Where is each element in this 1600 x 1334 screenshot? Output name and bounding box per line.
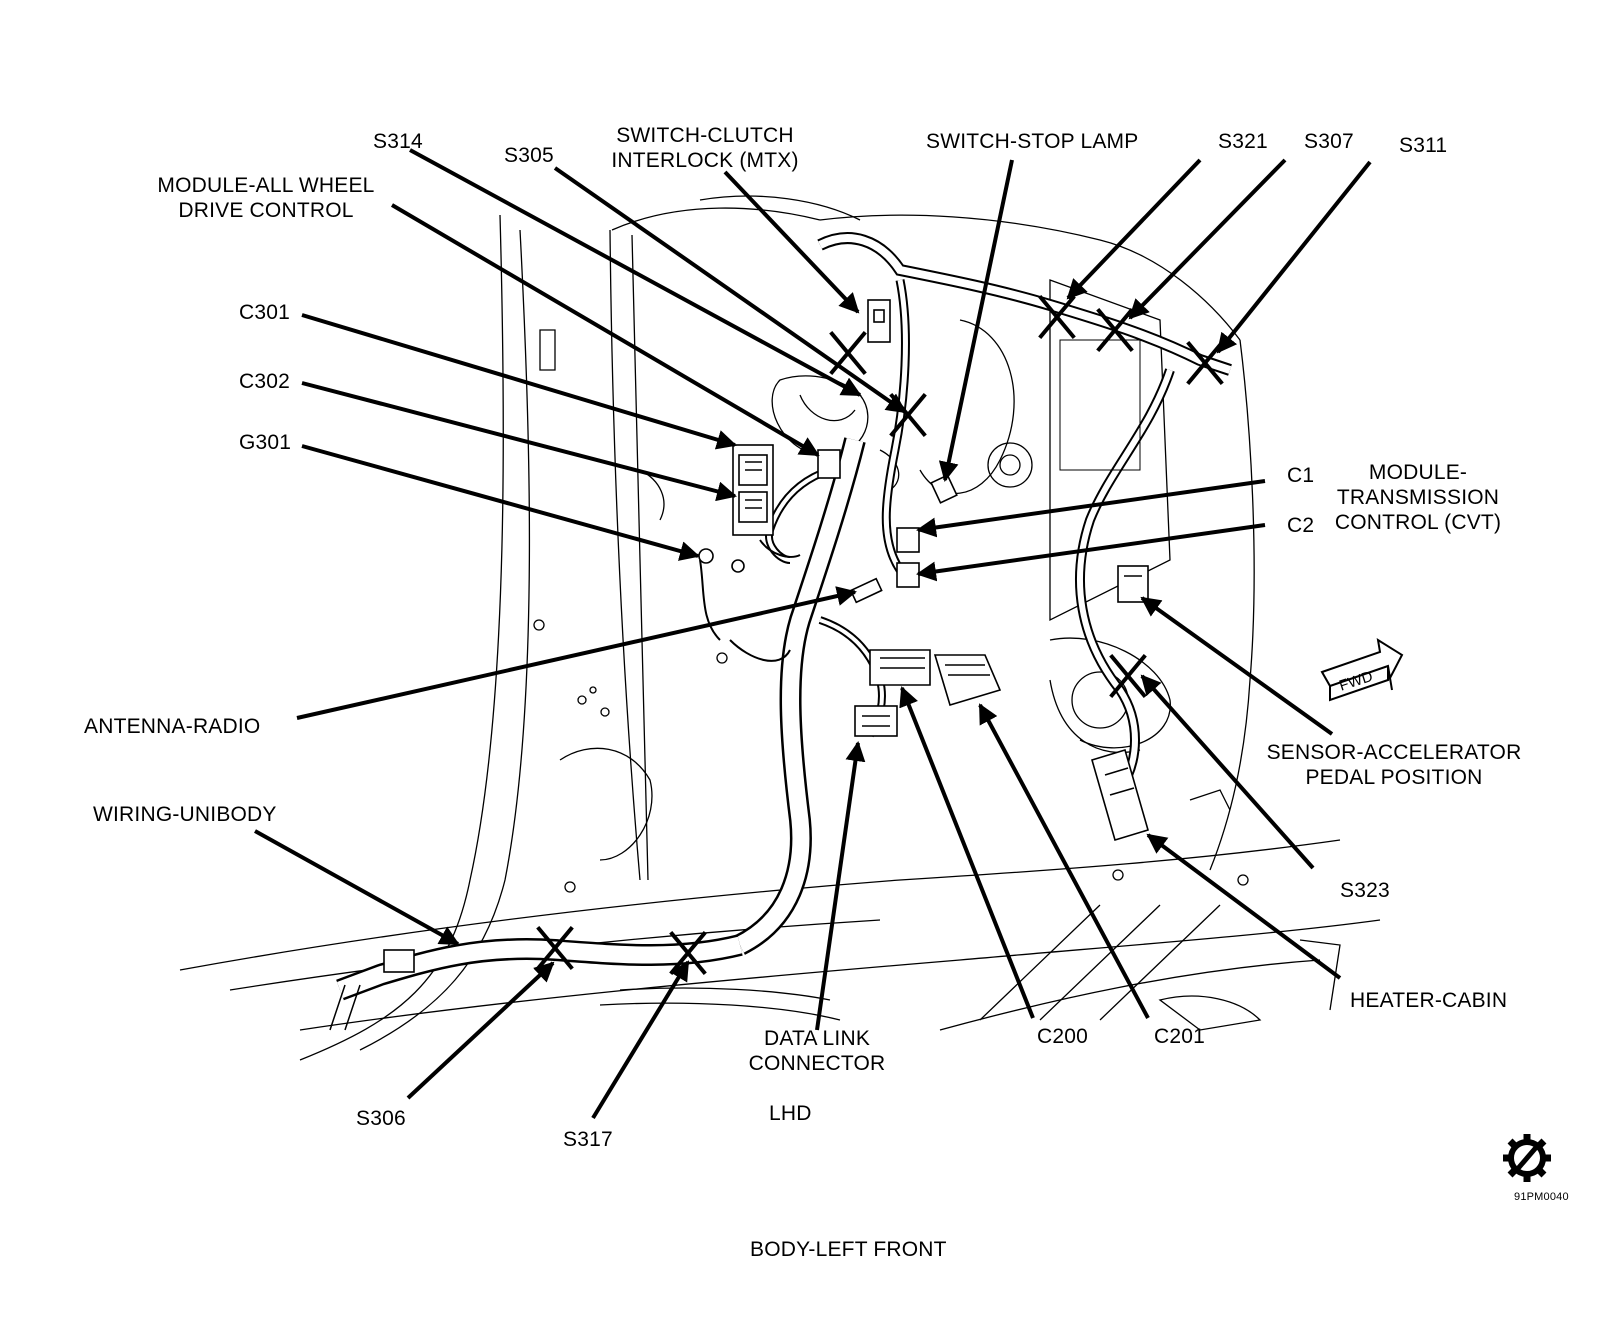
leader-c200	[899, 686, 1035, 1019]
label-heater-cabin: HEATER-CABIN	[1350, 989, 1508, 1012]
label-sensor-app: SENSOR-ACCELERATOR PEDAL POSITION	[1254, 740, 1534, 790]
label-data-link-connector: DATA LINK CONNECTOR	[742, 1026, 892, 1076]
label-module-tcm-line3: CONTROL (CVT)	[1334, 511, 1502, 534]
leader-s305	[553, 166, 907, 414]
label-dlc-line1: DATA LINK	[763, 1027, 871, 1050]
splice-s306	[536, 925, 574, 971]
label-c2: C2	[1287, 514, 1315, 537]
leader-s323	[1140, 674, 1315, 870]
label-dlc-line2: CONNECTOR	[748, 1052, 886, 1075]
view-label-lhd: LHD	[769, 1102, 812, 1125]
data-link-connector	[854, 705, 898, 737]
label-module-tcm-line2: TRANSMISSION	[1336, 486, 1500, 509]
figure-code: 91PM0040	[1514, 1191, 1569, 1203]
label-module-tcm: MODULE- TRANSMISSION CONTROL (CVT)	[1326, 460, 1510, 535]
label-sensor-app-line1: SENSOR-ACCELERATOR	[1266, 741, 1522, 764]
wire-harness	[329, 232, 1232, 1031]
leader-c302	[301, 381, 737, 502]
g301-ground-eyelet	[698, 548, 714, 564]
label-s317: S317	[563, 1128, 613, 1151]
cabin-heater-connector	[1091, 748, 1149, 842]
label-s307: S307	[1304, 130, 1354, 153]
tcm-outline	[1059, 339, 1141, 471]
label-c201: C201	[1154, 1025, 1206, 1048]
unibody-clip	[383, 949, 415, 973]
leader-s317	[591, 960, 690, 1120]
leader-c201	[978, 703, 1150, 1019]
c1-connector	[896, 527, 920, 553]
antenna-connector	[849, 577, 883, 604]
label-switch-stop-lamp: SWITCH-STOP LAMP	[926, 130, 1139, 153]
label-c302: C302	[239, 370, 291, 393]
label-s314: S314	[373, 130, 423, 153]
diagram-caption: BODY-LEFT FRONT	[750, 1238, 947, 1261]
splice-s321	[1038, 294, 1076, 340]
splice-marks	[536, 294, 1224, 976]
leader-s307	[1128, 158, 1287, 320]
c2-connector	[896, 562, 920, 588]
leader-antenna	[296, 586, 857, 720]
label-module-awd-line1: MODULE-ALL WHEEL	[157, 174, 375, 197]
label-c200: C200	[1037, 1025, 1089, 1048]
label-g301: G301	[239, 431, 292, 454]
leader-c2	[916, 523, 1266, 582]
splice-s323	[1109, 653, 1147, 699]
leader-c301	[301, 313, 737, 450]
leader-dlc	[815, 741, 866, 1031]
accelerator-pedal-sensor	[1117, 565, 1149, 603]
label-switch-clutch-interlock: SWITCH-CLUTCH INTERLOCK (MTX)	[607, 123, 803, 173]
c201-connector	[933, 654, 1002, 706]
leader-switch-clutch	[723, 170, 860, 314]
leader-sensor-app	[1140, 596, 1334, 736]
leader-s321	[1066, 158, 1202, 300]
splice-s307	[1096, 307, 1134, 353]
label-c1: C1	[1287, 464, 1315, 487]
label-module-tcm-line1: MODULE-	[1368, 461, 1468, 484]
gear-slash-icon	[1503, 1134, 1551, 1182]
label-module-awd: MODULE-ALL WHEEL DRIVE CONTROL	[145, 173, 387, 223]
label-s323: S323	[1340, 879, 1390, 902]
label-switch-clutch-line2: INTERLOCK (MTX)	[611, 149, 799, 172]
awd-control-connector	[817, 449, 841, 479]
label-s305: S305	[504, 144, 554, 167]
label-antenna-radio: ANTENNA-RADIO	[84, 715, 261, 738]
label-module-awd-line2: DRIVE CONTROL	[178, 199, 354, 222]
c302-connector	[738, 491, 768, 523]
leader-wiring	[254, 829, 460, 946]
fwd-arrow: FWD	[1320, 637, 1404, 702]
leader-c1	[916, 479, 1266, 538]
callout-leaders	[254, 148, 1372, 1120]
leader-heater	[1146, 833, 1342, 980]
label-switch-clutch-line1: SWITCH-CLUTCH	[616, 124, 794, 147]
label-s321: S321	[1218, 130, 1268, 153]
leader-g301	[301, 444, 700, 561]
leader-s314	[409, 148, 862, 397]
label-wiring-unibody: WIRING-UNIBODY	[93, 803, 277, 826]
label-s306: S306	[356, 1107, 406, 1130]
label-sensor-app-line2: PEDAL POSITION	[1305, 766, 1483, 789]
leader-switch-stop	[938, 159, 1014, 482]
label-s311: S311	[1399, 134, 1448, 157]
label-c301: C301	[239, 301, 291, 324]
leader-s311	[1216, 160, 1372, 354]
leader-s306	[406, 961, 555, 1100]
splice-s311	[1186, 340, 1224, 386]
leader-module-awd	[390, 203, 820, 457]
components	[383, 299, 1149, 973]
